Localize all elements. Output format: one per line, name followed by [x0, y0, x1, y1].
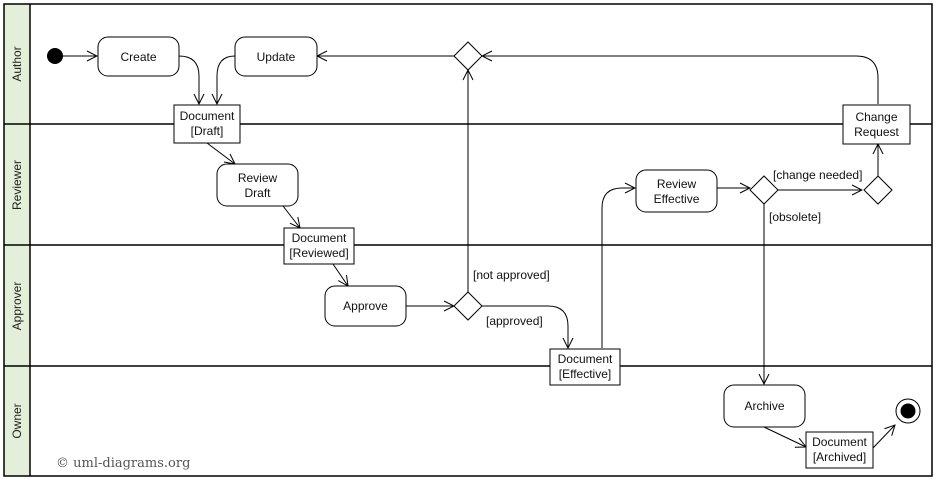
action-create-label: Create	[120, 50, 156, 64]
initial-node	[47, 48, 63, 64]
flow-change-request-to-merge	[482, 56, 879, 104]
flow-effective-to-review	[601, 188, 635, 348]
object-document-effective: Document [Effective]	[549, 348, 621, 386]
object-document-draft-label-2: [Draft]	[191, 124, 224, 138]
object-document-reviewed: Document [Reviewed]	[283, 227, 355, 265]
decision-node-approval	[453, 291, 483, 321]
action-review-effective: Review Effective	[635, 169, 718, 213]
control-flows	[62, 55, 895, 449]
merge-node-author	[453, 41, 483, 71]
object-document-archived: Document [Archived]	[805, 431, 874, 469]
diagram-frame	[3, 3, 933, 477]
object-change-request-label-2: Request	[854, 125, 899, 139]
object-document-reviewed-label-1: Document	[292, 231, 347, 245]
object-document-effective-label-2: [Effective]	[559, 367, 611, 381]
object-document-reviewed-label-2: [Reviewed]	[289, 246, 348, 260]
object-document-archived-label-1: Document	[812, 435, 867, 449]
action-approve-label: Approve	[343, 299, 388, 313]
object-document-draft: Document [Draft]	[173, 104, 241, 144]
flow-approved	[482, 305, 568, 348]
action-review-effective-label-2: Effective	[654, 192, 700, 206]
action-review-draft: Review Draft	[216, 163, 299, 207]
action-review-draft-label-2: Draft	[244, 186, 271, 200]
flow-archived-to-final	[872, 425, 895, 449]
merge-node-reviewer	[863, 175, 893, 205]
flow-reviewed-to-approve	[332, 263, 348, 286]
action-review-effective-label-1: Review	[657, 177, 697, 191]
watermark-text: © uml-diagrams.org	[56, 456, 190, 471]
lane-label-author: Author	[10, 46, 24, 81]
action-review-draft-label-1: Review	[238, 171, 278, 185]
flow-draft-to-review	[206, 142, 235, 164]
action-approve: Approve	[324, 285, 407, 327]
action-archive: Archive	[723, 384, 806, 428]
guard-change-needed: [change needed]	[773, 168, 862, 182]
swimlanes: Author Reviewer Approver Owner	[3, 3, 933, 477]
final-node	[895, 398, 921, 424]
lane-header-column	[4, 4, 30, 476]
decision-node-review	[749, 175, 779, 205]
flow-review-to-reviewed	[282, 205, 300, 228]
object-document-effective-label-1: Document	[558, 352, 613, 366]
object-document-archived-label-2: [Archived]	[813, 450, 866, 464]
guard-approved: [approved]	[486, 314, 543, 328]
flow-update-to-draft	[217, 55, 236, 104]
action-update-label: Update	[257, 50, 296, 64]
guard-not-approved: [not approved]	[473, 268, 550, 282]
flow-archive-to-archived	[763, 426, 806, 447]
object-document-draft-label-1: Document	[180, 109, 235, 123]
object-change-request-label-1: Change	[855, 110, 897, 124]
action-update: Update	[234, 36, 318, 77]
lane-label-reviewer: Reviewer	[10, 160, 24, 210]
flow-create-to-draft	[178, 55, 199, 104]
object-change-request: Change Request	[842, 104, 911, 145]
lane-label-owner: Owner	[10, 403, 24, 438]
action-create: Create	[97, 36, 180, 77]
lane-label-approver: Approver	[10, 282, 24, 331]
guard-obsolete: [obsolete]	[769, 210, 821, 224]
action-archive-label: Archive	[744, 399, 784, 413]
